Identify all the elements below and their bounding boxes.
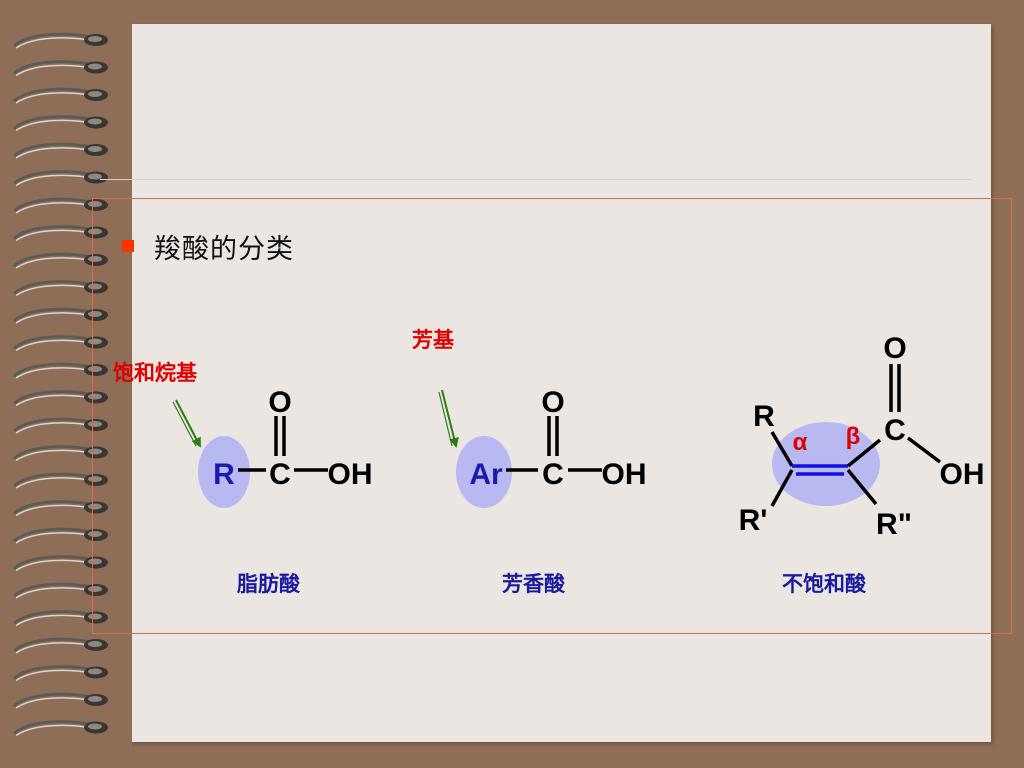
binding-ring xyxy=(13,142,108,159)
r-group-highlight xyxy=(198,436,250,508)
top-divider-line xyxy=(100,179,972,180)
label-unsaturated-acid: 不饱和酸 xyxy=(782,572,866,596)
binding-ring xyxy=(13,197,108,214)
label-aryl: 芳基 xyxy=(412,328,454,352)
binding-ring xyxy=(13,170,108,187)
atom-r-prime: R' xyxy=(739,504,768,537)
binding-ring xyxy=(13,637,108,654)
binding-ring xyxy=(13,335,108,352)
binding-ring xyxy=(13,500,108,517)
bond-calpha-r1 xyxy=(770,469,794,507)
atom-oh: OH xyxy=(328,458,373,491)
binding-ring xyxy=(13,390,108,407)
atom-r-double-prime: R" xyxy=(876,508,912,541)
slide-heading: 羧酸的分类 xyxy=(154,234,294,265)
binding-ring xyxy=(13,692,108,709)
atom-oh: OH xyxy=(940,458,985,491)
atom-o: O xyxy=(268,386,291,419)
label-saturated-alkyl: 饱和烷基 xyxy=(113,361,197,385)
structure-unsaturated-acid: R R' R" α β C O OH xyxy=(739,332,985,541)
binding-ring xyxy=(13,527,108,544)
atom-c: C xyxy=(542,458,564,491)
double-bond-highlight xyxy=(772,422,880,506)
binding-ring xyxy=(13,280,108,297)
atom-oh: OH xyxy=(602,458,647,491)
arrow-to-r-shadow xyxy=(172,401,197,447)
binding-ring xyxy=(13,252,108,269)
label-beta: β xyxy=(846,423,861,450)
atom-c: C xyxy=(269,458,291,491)
binding-ring xyxy=(13,720,108,737)
bond-c-oh xyxy=(906,436,942,464)
arrow-to-ar xyxy=(441,389,459,448)
binding-ring xyxy=(13,582,108,599)
bullet-square-icon xyxy=(122,240,134,252)
slide-paper xyxy=(66,24,991,742)
bond-cbeta-r2 xyxy=(846,468,878,506)
content-frame xyxy=(92,198,1012,634)
atom-r: R xyxy=(213,458,235,491)
ar-group-highlight xyxy=(456,436,512,508)
binding-ring xyxy=(13,417,108,434)
binding-ring xyxy=(13,32,108,49)
atom-o: O xyxy=(883,332,906,365)
label-aromatic-acid: 芳香酸 xyxy=(502,572,565,596)
label-fatty-acid: 脂肪酸 xyxy=(237,572,300,596)
atom-ar: Ar xyxy=(469,458,503,491)
binding-ring xyxy=(13,362,108,379)
binding-ring xyxy=(13,445,108,462)
label-alpha: α xyxy=(793,429,808,456)
binding-ring xyxy=(13,225,108,242)
binding-ring xyxy=(13,665,108,682)
bond-r-calpha xyxy=(770,431,794,467)
binding-ring xyxy=(13,555,108,572)
binding-ring xyxy=(13,87,108,104)
structure-aromatic-acid: Ar C O OH xyxy=(438,386,647,508)
arrow-to-ar-shadow xyxy=(438,391,453,447)
binding-ring xyxy=(13,60,108,77)
structure-fatty-acid: R C O OH xyxy=(172,386,373,508)
bond-cbeta-c xyxy=(846,438,882,468)
binding-ring xyxy=(13,472,108,489)
binding-ring xyxy=(13,115,108,132)
spiral-binding xyxy=(0,8,132,748)
atom-r: R xyxy=(753,400,775,433)
atom-o: O xyxy=(541,386,564,419)
binding-ring xyxy=(13,610,108,627)
arrow-to-r xyxy=(175,399,201,448)
atom-c: C xyxy=(884,414,906,447)
binding-ring xyxy=(13,307,108,324)
